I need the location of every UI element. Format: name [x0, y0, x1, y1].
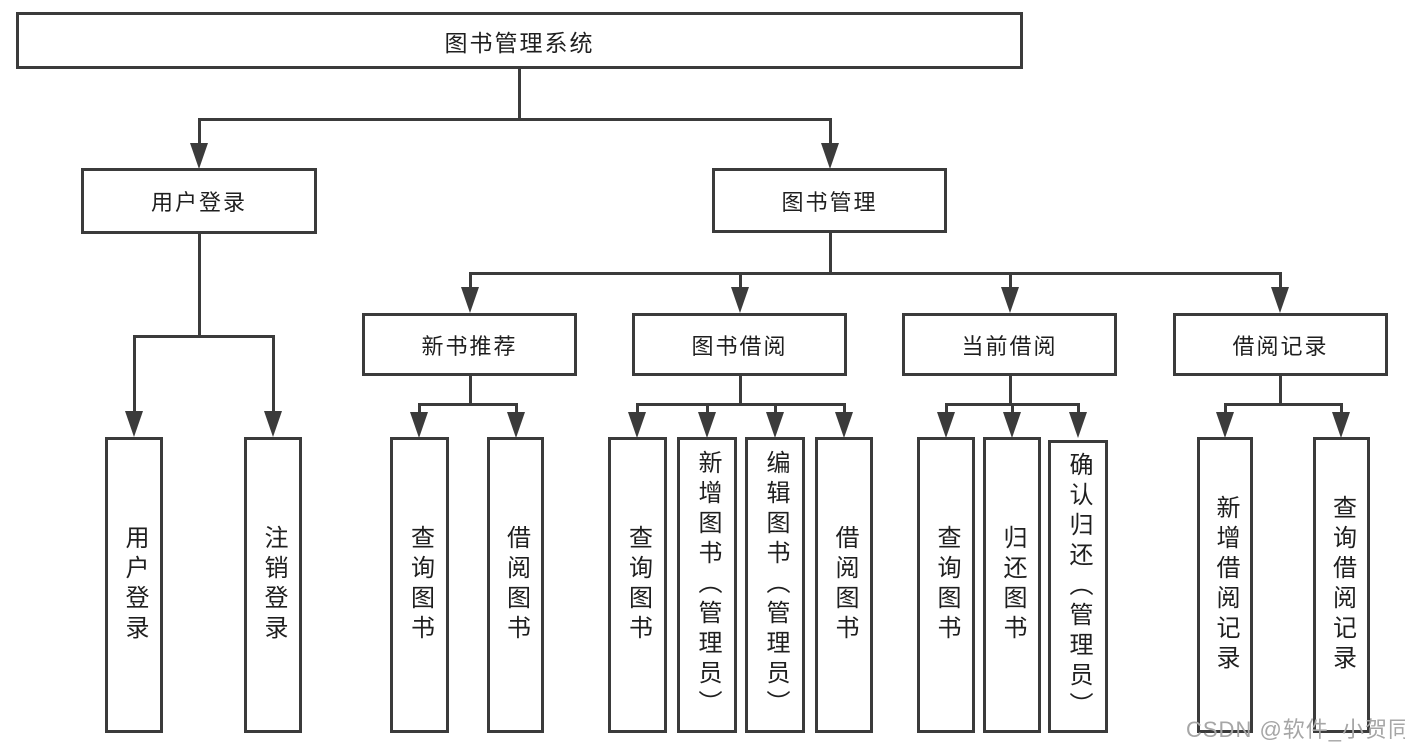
leaf-query-books-current-label: 查询图书 [933, 525, 960, 645]
node-borrow-records: 借阅记录 [1173, 313, 1388, 376]
leaf-add-book-admin: 新增图书（管理员） [677, 437, 737, 733]
leaf-user-login-label: 用户登录 [121, 525, 148, 645]
leaf-logout-label: 注销登录 [260, 525, 287, 645]
leaf-return-books-label: 归还图书 [999, 525, 1026, 645]
leaf-borrow-books: 借阅图书 [815, 437, 873, 733]
arrow-down-icon [835, 412, 853, 438]
connector-section-drop [739, 272, 742, 289]
connector-recommend-stem [469, 376, 472, 406]
connector-root-stem [518, 69, 521, 118]
leaf-query-borrow-record-label: 查询借阅记录 [1328, 495, 1356, 675]
leaf-borrow-books-recommend: 借阅图书 [487, 437, 544, 733]
node-new-book-recommend-label: 新书推荐 [421, 333, 518, 359]
leaf-query-books-current: 查询图书 [917, 437, 975, 733]
arrow-down-icon [628, 412, 646, 438]
node-root-label: 图书管理系统 [444, 29, 595, 56]
connector-leaf-drop [133, 335, 136, 413]
node-current-borrow: 当前借阅 [902, 313, 1117, 376]
connector-leaf-drop [418, 403, 421, 415]
leaf-logout: 注销登录 [244, 437, 302, 733]
arrow-down-icon [264, 411, 282, 437]
connector-book-borrow-stem [739, 376, 742, 406]
arrow-down-icon [461, 287, 479, 313]
connector-leaf-drop [1224, 403, 1227, 415]
connector-leaf-drop [1340, 403, 1343, 415]
leaf-add-borrow-record-label: 新增借阅记录 [1212, 495, 1239, 675]
connector-leaf-drop [843, 403, 846, 415]
connector-root-rail [198, 118, 832, 121]
connector-section-drop [1279, 272, 1282, 289]
leaf-return-books: 归还图书 [983, 437, 1041, 733]
leaf-borrow-books-recommend-label: 借阅图书 [502, 525, 530, 645]
arrow-down-icon [766, 412, 784, 438]
arrow-down-icon [410, 412, 428, 438]
connector-section-drop [1009, 272, 1012, 289]
node-book-management: 图书管理 [712, 168, 947, 233]
node-user-login: 用户登录 [81, 168, 317, 234]
arrow-down-icon [507, 412, 525, 438]
node-borrow-records-label: 借阅记录 [1232, 333, 1329, 359]
leaf-query-books-borrow-label: 查询图书 [624, 525, 652, 645]
connector-user-login-stem [198, 234, 201, 338]
connector-leaf-drop [774, 403, 777, 415]
arrow-down-icon [1216, 412, 1234, 438]
connector-borrow-records-rail [1224, 403, 1343, 406]
connector-book-borrow-rail [636, 403, 846, 406]
arrow-down-icon [1271, 287, 1289, 313]
node-current-borrow-label: 当前借阅 [961, 333, 1058, 359]
leaf-edit-book-admin-label: 编辑图书（管理员） [762, 450, 789, 720]
node-root: 图书管理系统 [16, 12, 1023, 69]
leaf-confirm-return-admin: 确认归还（管理员） [1048, 440, 1108, 733]
csdn-watermark: CSDN @软件_小贺同学 [1186, 717, 1405, 742]
leaf-edit-book-admin: 编辑图书（管理员） [745, 437, 805, 733]
leaf-user-login: 用户登录 [105, 437, 163, 733]
connector-leaf-drop [706, 403, 709, 415]
connector-leaf-drop [1011, 403, 1014, 415]
node-book-borrow: 图书借阅 [632, 313, 847, 376]
leaf-confirm-return-admin-label: 确认归还（管理员） [1065, 451, 1092, 722]
connector-section-drop [469, 272, 472, 289]
arrow-down-icon [821, 143, 839, 169]
connector-book-management-rail [469, 272, 1282, 275]
connector-user-login-drop [198, 118, 201, 145]
arrow-down-icon [1069, 412, 1087, 438]
connector-leaf-drop [945, 403, 948, 415]
leaf-borrow-books-label: 借阅图书 [831, 525, 858, 645]
connector-current-borrow-stem [1009, 376, 1012, 406]
connector-borrow-records-stem [1279, 376, 1282, 406]
connector-leaf-drop [636, 403, 639, 415]
leaf-query-books-recommend-label: 查询图书 [406, 525, 434, 645]
connector-leaf-drop [1077, 403, 1080, 415]
connector-user-login-rail [133, 335, 275, 338]
arrow-down-icon [1332, 412, 1350, 438]
leaf-query-books-borrow: 查询图书 [608, 437, 667, 733]
arrow-down-icon [937, 412, 955, 438]
node-book-borrow-label: 图书借阅 [691, 333, 788, 359]
node-user-login-label: 用户登录 [150, 190, 247, 215]
arrow-down-icon [731, 287, 749, 313]
connector-leaf-drop [272, 335, 275, 413]
arrow-down-icon [1001, 287, 1019, 313]
leaf-add-book-admin-label: 新增图书（管理员） [694, 450, 721, 720]
leaf-query-books-recommend: 查询图书 [390, 437, 449, 733]
node-new-book-recommend: 新书推荐 [362, 313, 577, 376]
connector-book-management-drop [829, 118, 832, 145]
node-book-management-label: 图书管理 [781, 189, 878, 215]
connector-recommend-rail [418, 403, 518, 406]
arrow-down-icon [125, 411, 143, 437]
leaf-add-borrow-record: 新增借阅记录 [1197, 437, 1253, 733]
leaf-query-borrow-record: 查询借阅记录 [1313, 437, 1370, 733]
arrow-down-icon [1003, 412, 1021, 438]
arrow-down-icon [698, 412, 716, 438]
connector-leaf-drop [515, 403, 518, 415]
arrow-down-icon [190, 143, 208, 169]
connector-book-management-stem [829, 233, 832, 275]
